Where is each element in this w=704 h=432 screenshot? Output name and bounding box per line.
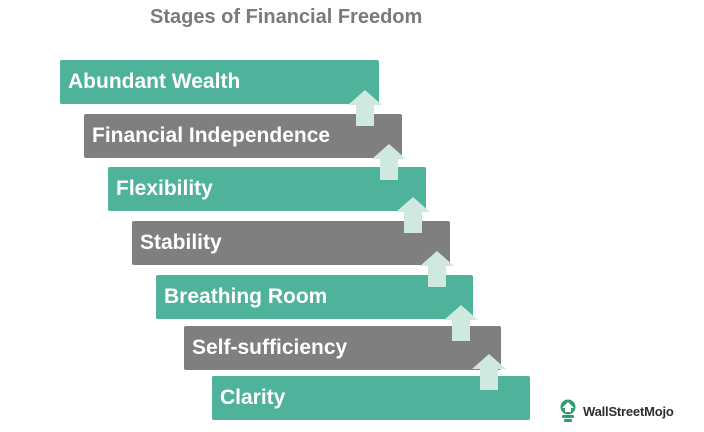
wallstreetmojo-logo-icon — [560, 399, 576, 422]
stage-financial-independence: Financial Independence — [84, 114, 402, 158]
up-arrow-icon — [348, 90, 382, 126]
brand-name: WallStreetMojo — [583, 403, 674, 419]
stage-flexibility: Flexibility — [108, 167, 426, 211]
up-arrow-icon — [396, 197, 430, 233]
up-arrow-icon — [372, 144, 406, 180]
stage-abundant-wealth: Abundant Wealth — [60, 60, 379, 104]
diagram-title: Stages of Financial Freedom — [150, 6, 423, 28]
stage-self-sufficiency: Self-sufficiency — [184, 326, 501, 370]
stage-breathing-room: Breathing Room — [156, 275, 473, 319]
up-arrow-icon — [472, 354, 506, 390]
stage-clarity: Clarity — [212, 376, 530, 420]
up-arrow-icon — [420, 251, 454, 287]
stage-stability: Stability — [132, 221, 450, 265]
up-arrow-icon — [444, 305, 478, 341]
brand-watermark: WallStreetMojo — [556, 398, 674, 424]
